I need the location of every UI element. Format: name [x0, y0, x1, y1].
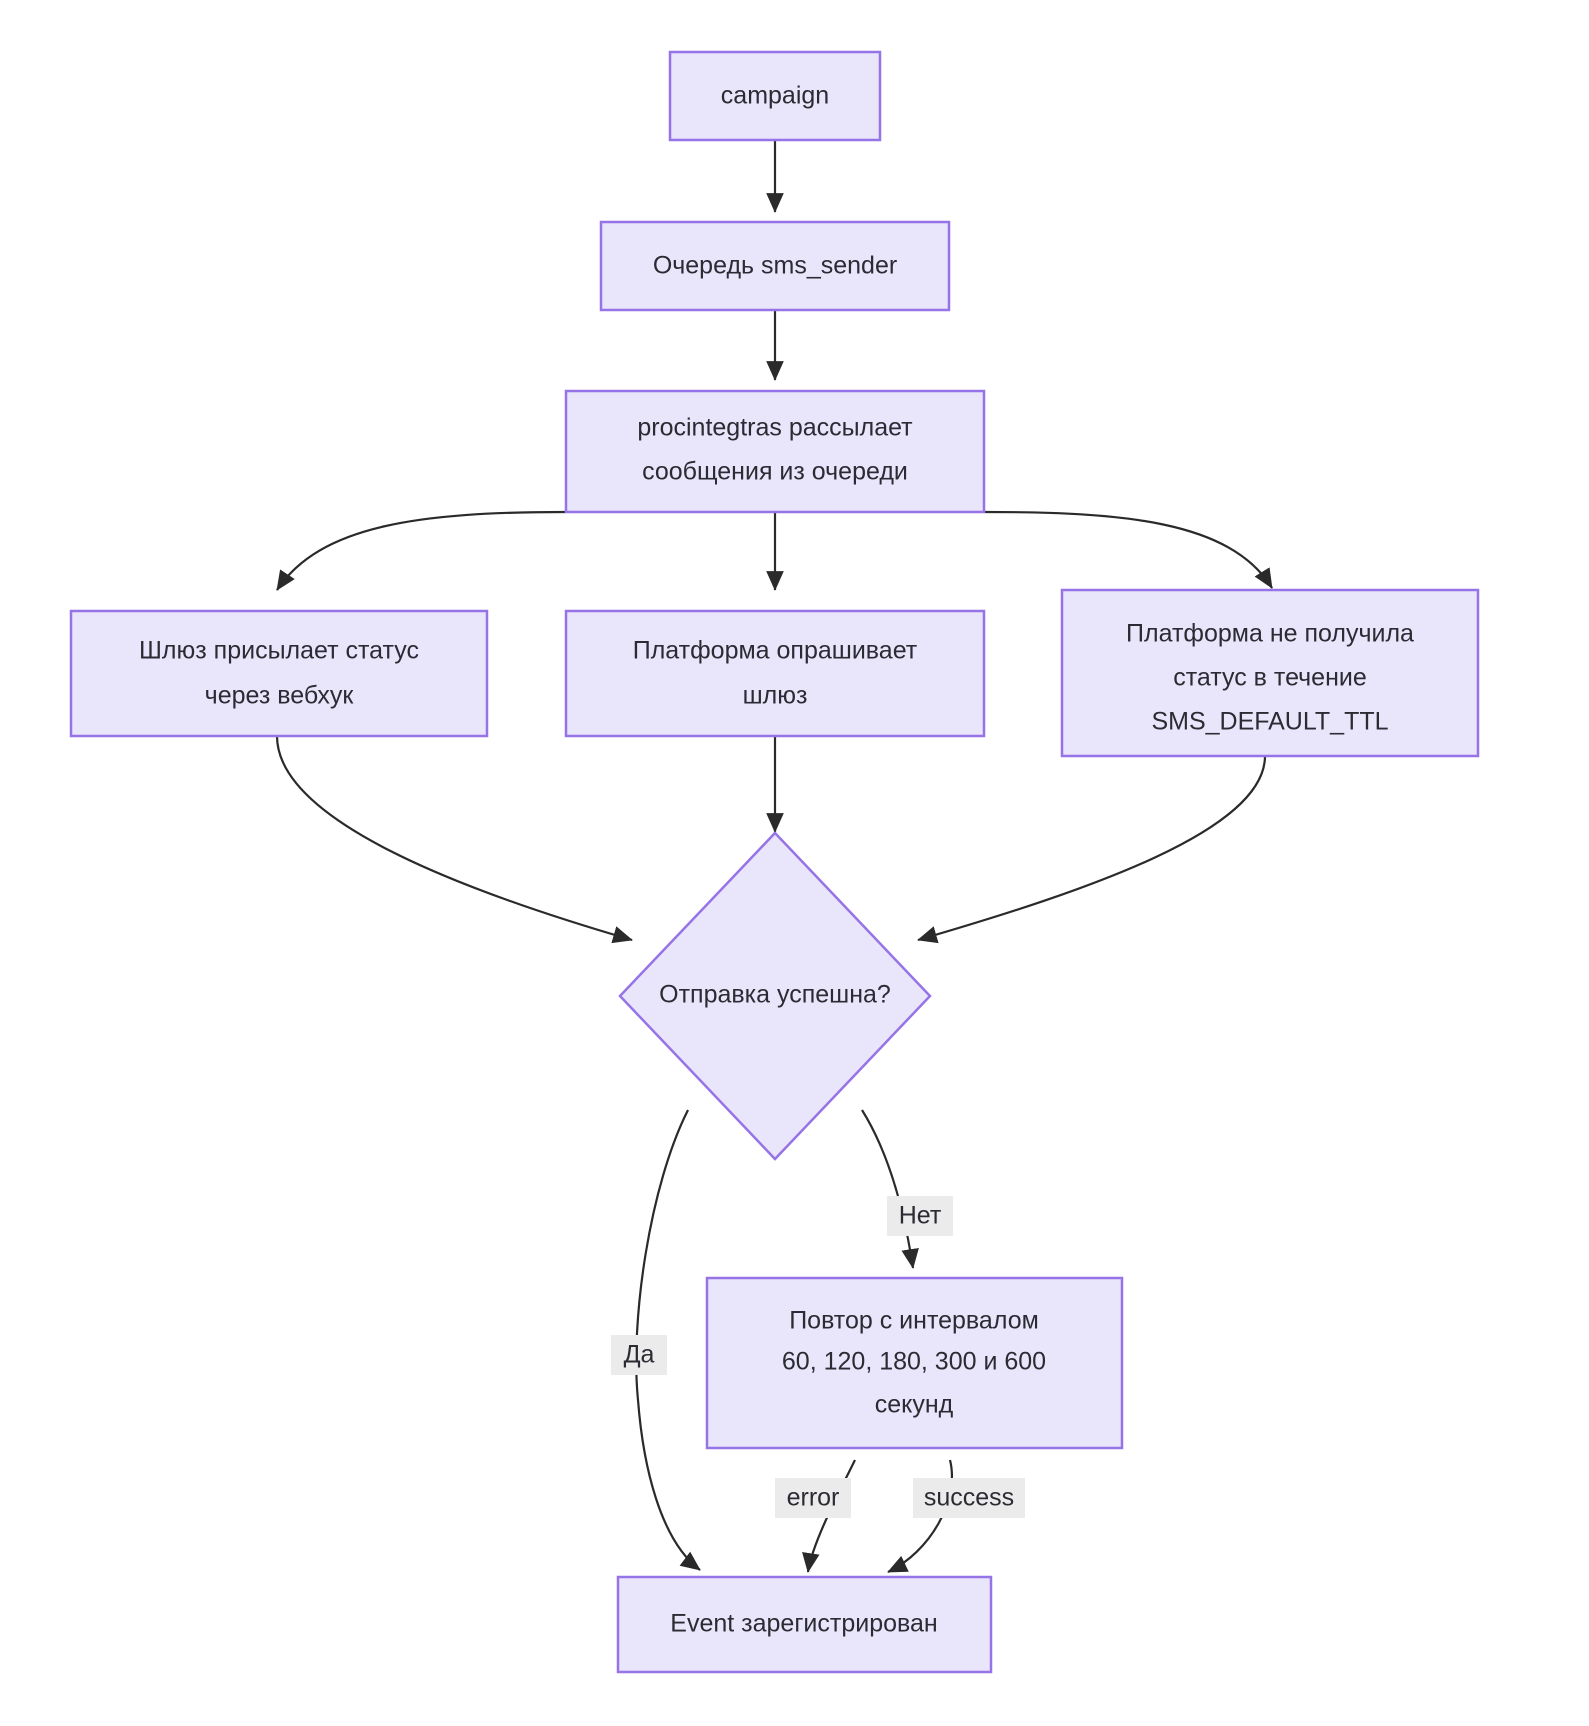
edge-label-yes: Да [611, 1335, 667, 1375]
node-procintegtras[interactable]: procintegtras рассылает сообщения из оче… [564, 389, 986, 514]
node-retry[interactable]: Повтор с интервалом 60, 120, 180, 300 и … [705, 1276, 1124, 1450]
node-webhook-line2: через вебхук [205, 682, 355, 710]
edges-layer [275, 140, 1273, 1573]
edge-retry-to-event-success [887, 1459, 953, 1573]
edge-label-error: error [775, 1478, 851, 1518]
edge-label-no: Нет [887, 1196, 953, 1236]
node-procintegtras-line1: procintegtras рассылает [637, 414, 913, 442]
edge-decision-to-event-yes [635, 1109, 701, 1571]
edge-webhook-to-decision [275, 735, 633, 944]
node-timeout[interactable]: Платформа не получила статус в течение S… [1060, 588, 1480, 758]
node-timeout-line2: статус в течение [1173, 664, 1367, 692]
edge-procintegtras-to-timeout [983, 510, 1273, 589]
node-queue[interactable]: Очередь sms_sender [599, 220, 951, 312]
node-retry-line2: 60, 120, 180, 300 и 600 [782, 1348, 1046, 1376]
node-timeout-line1: Платформа не получила [1126, 620, 1414, 648]
edge-label-success-text: success [924, 1484, 1014, 1512]
edge-procintegtras-to-webhook [276, 510, 567, 591]
edge-timeout-to-decision [917, 755, 1267, 944]
node-campaign[interactable]: campaign [668, 50, 882, 142]
edge-label-yes-text: Да [624, 1341, 655, 1369]
node-webhook[interactable]: Шлюз присылает статус через вебхук [69, 609, 489, 738]
edge-label-success: success [913, 1478, 1025, 1518]
edge-label-error-text: error [787, 1484, 840, 1512]
node-poll-line1: Платформа опрашивает [633, 637, 918, 665]
node-event-label: Event зарегистрирован [670, 1610, 937, 1638]
node-decision-label: Отправка успешна? [659, 981, 891, 1009]
node-queue-label: Очередь sms_sender [653, 252, 897, 280]
edge-label-no-text: Нет [899, 1202, 942, 1230]
node-decision[interactable]: Отправка успешна? [618, 831, 932, 1161]
node-event[interactable]: Event зарегистрирован [616, 1575, 993, 1674]
node-campaign-label: campaign [721, 82, 829, 110]
node-timeout-line3: SMS_DEFAULT_TTL [1151, 708, 1388, 736]
node-procintegtras-line2: сообщения из очереди [642, 458, 908, 486]
node-poll-line2: шлюз [743, 682, 808, 710]
edge-decision-to-retry-no [861, 1109, 919, 1269]
node-retry-line1: Повтор с интервалом [789, 1307, 1039, 1335]
edge-retry-to-event-error [802, 1459, 856, 1573]
node-webhook-line1: Шлюз присылает статус [139, 637, 419, 665]
node-retry-line3: секунд [875, 1391, 954, 1419]
node-poll[interactable]: Платформа опрашивает шлюз [564, 609, 986, 738]
